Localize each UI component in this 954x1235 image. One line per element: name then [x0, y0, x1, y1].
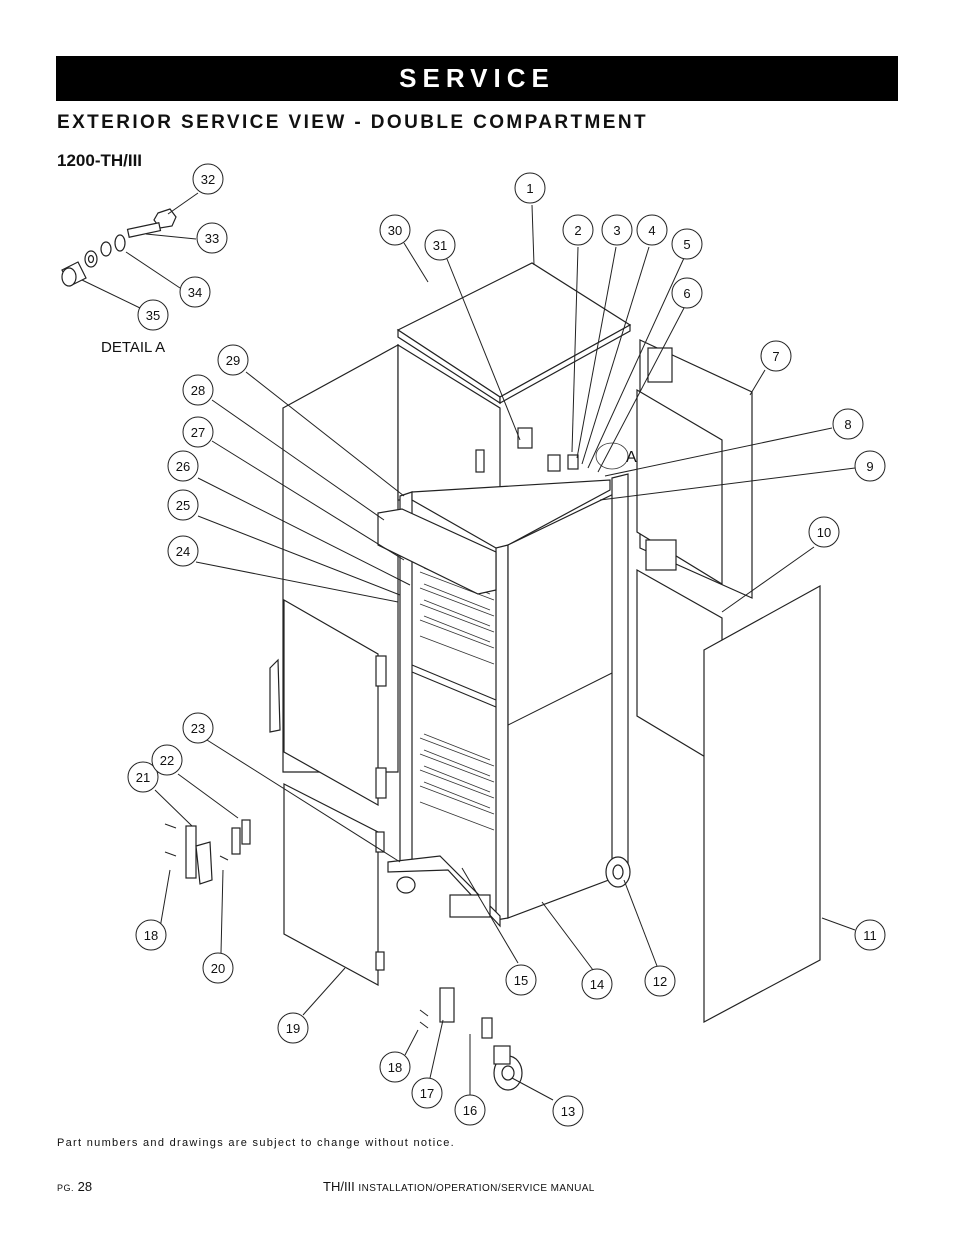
svg-text:9: 9: [866, 459, 873, 474]
svg-text:29: 29: [226, 353, 240, 368]
callout-23: 23: [182, 712, 214, 744]
callout-13: 13: [552, 1095, 584, 1127]
callout-4: 4: [636, 214, 668, 246]
callout-19: 19: [277, 1012, 309, 1044]
svg-text:17: 17: [420, 1086, 434, 1101]
svg-text:5: 5: [683, 237, 690, 252]
callout-33: 33: [196, 222, 228, 254]
callout-6: 6: [671, 277, 703, 309]
callout-18a: 18: [135, 919, 167, 951]
svg-text:22: 22: [160, 753, 174, 768]
svg-text:35: 35: [146, 308, 160, 323]
callout-35: 35: [137, 299, 169, 331]
svg-text:7: 7: [772, 349, 779, 364]
detail-label: DETAIL A: [101, 339, 166, 356]
leader-lines: [81, 192, 856, 1101]
callout-34: 34: [179, 276, 211, 308]
callout-24: 24: [167, 535, 199, 567]
callout-18b: 18: [379, 1051, 411, 1083]
svg-text:33: 33: [205, 231, 219, 246]
svg-text:18: 18: [144, 928, 158, 943]
svg-text:15: 15: [514, 973, 528, 988]
svg-text:1: 1: [526, 181, 533, 196]
svg-text:2: 2: [574, 223, 581, 238]
service-banner: SERVICE: [56, 56, 898, 101]
callout-5: 5: [671, 228, 703, 260]
change-notice: Part numbers and drawings are subject to…: [57, 1137, 456, 1149]
callout-26: 26: [167, 450, 199, 482]
upper-door: [283, 598, 379, 807]
svg-text:25: 25: [176, 498, 190, 513]
svg-text:27: 27: [191, 425, 205, 440]
page-prefix: PG.: [57, 1183, 75, 1193]
svg-text:13: 13: [561, 1104, 575, 1119]
detail-a-marker: A: [626, 449, 637, 466]
callout-25: 25: [167, 489, 199, 521]
callout-32: 32: [192, 163, 224, 195]
lower-door: [283, 783, 379, 987]
manual-prefix: TH/III: [323, 1179, 355, 1194]
svg-text:10: 10: [817, 525, 831, 540]
svg-text:31: 31: [433, 238, 447, 253]
svg-text:28: 28: [191, 383, 205, 398]
manual-title: TH/III INSTALLATION/OPERATION/SERVICE MA…: [323, 1179, 595, 1194]
callout-10: 10: [808, 516, 840, 548]
callout-2: 2: [562, 214, 594, 246]
banner-title: SERVICE: [399, 63, 555, 93]
callout-27: 27: [182, 416, 214, 448]
svg-text:34: 34: [188, 285, 202, 300]
callout-28: 28: [182, 374, 214, 406]
svg-text:8: 8: [844, 417, 851, 432]
callout-12: 12: [644, 965, 676, 997]
callout-21: 21: [127, 761, 159, 793]
svg-text:14: 14: [590, 977, 604, 992]
callout-16: 16: [454, 1094, 486, 1126]
svg-text:24: 24: [176, 544, 190, 559]
callout-22: 22: [151, 744, 183, 776]
callout-15: 15: [505, 964, 537, 996]
svg-text:32: 32: [201, 172, 215, 187]
svg-text:30: 30: [388, 223, 402, 238]
page-number: PG. 28: [57, 1179, 92, 1194]
callout-17: 17: [411, 1077, 443, 1109]
page-number-value: 28: [77, 1179, 93, 1194]
callout-31: 31: [424, 229, 456, 261]
callout-1: 1: [514, 172, 546, 204]
svg-text:16: 16: [463, 1103, 477, 1118]
svg-text:21: 21: [136, 770, 150, 785]
svg-text:19: 19: [286, 1021, 300, 1036]
section-title: EXTERIOR SERVICE VIEW - DOUBLE COMPARTME…: [57, 112, 648, 133]
svg-text:26: 26: [176, 459, 190, 474]
model-label: 1200-TH/III: [57, 151, 143, 170]
right-side-panel: [703, 584, 821, 1024]
svg-text:4: 4: [648, 223, 655, 238]
callout-14: 14: [581, 968, 613, 1000]
detail-a-hardware: [61, 208, 177, 287]
callout-20: 20: [202, 952, 234, 984]
callout-30: 30: [379, 214, 411, 246]
svg-text:18: 18: [388, 1060, 402, 1075]
rear-panels: [636, 339, 753, 769]
cabinet-frame: [377, 427, 631, 928]
callout-7: 7: [760, 340, 792, 372]
svg-text:23: 23: [191, 721, 205, 736]
callout-8: 8: [832, 408, 864, 440]
callout-29: 29: [217, 344, 249, 376]
svg-text:20: 20: [211, 961, 225, 976]
callout-9: 9: [854, 450, 886, 482]
callout-3: 3: [601, 214, 633, 246]
svg-text:11: 11: [863, 928, 877, 943]
svg-text:3: 3: [613, 223, 620, 238]
caster-assembly: [419, 987, 523, 1091]
svg-text:6: 6: [683, 286, 690, 301]
manual-rest: INSTALLATION/OPERATION/SERVICE MANUAL: [358, 1183, 595, 1194]
callout-11: 11: [854, 919, 886, 951]
svg-text:12: 12: [653, 974, 667, 989]
hinge-hardware: [164, 819, 251, 885]
